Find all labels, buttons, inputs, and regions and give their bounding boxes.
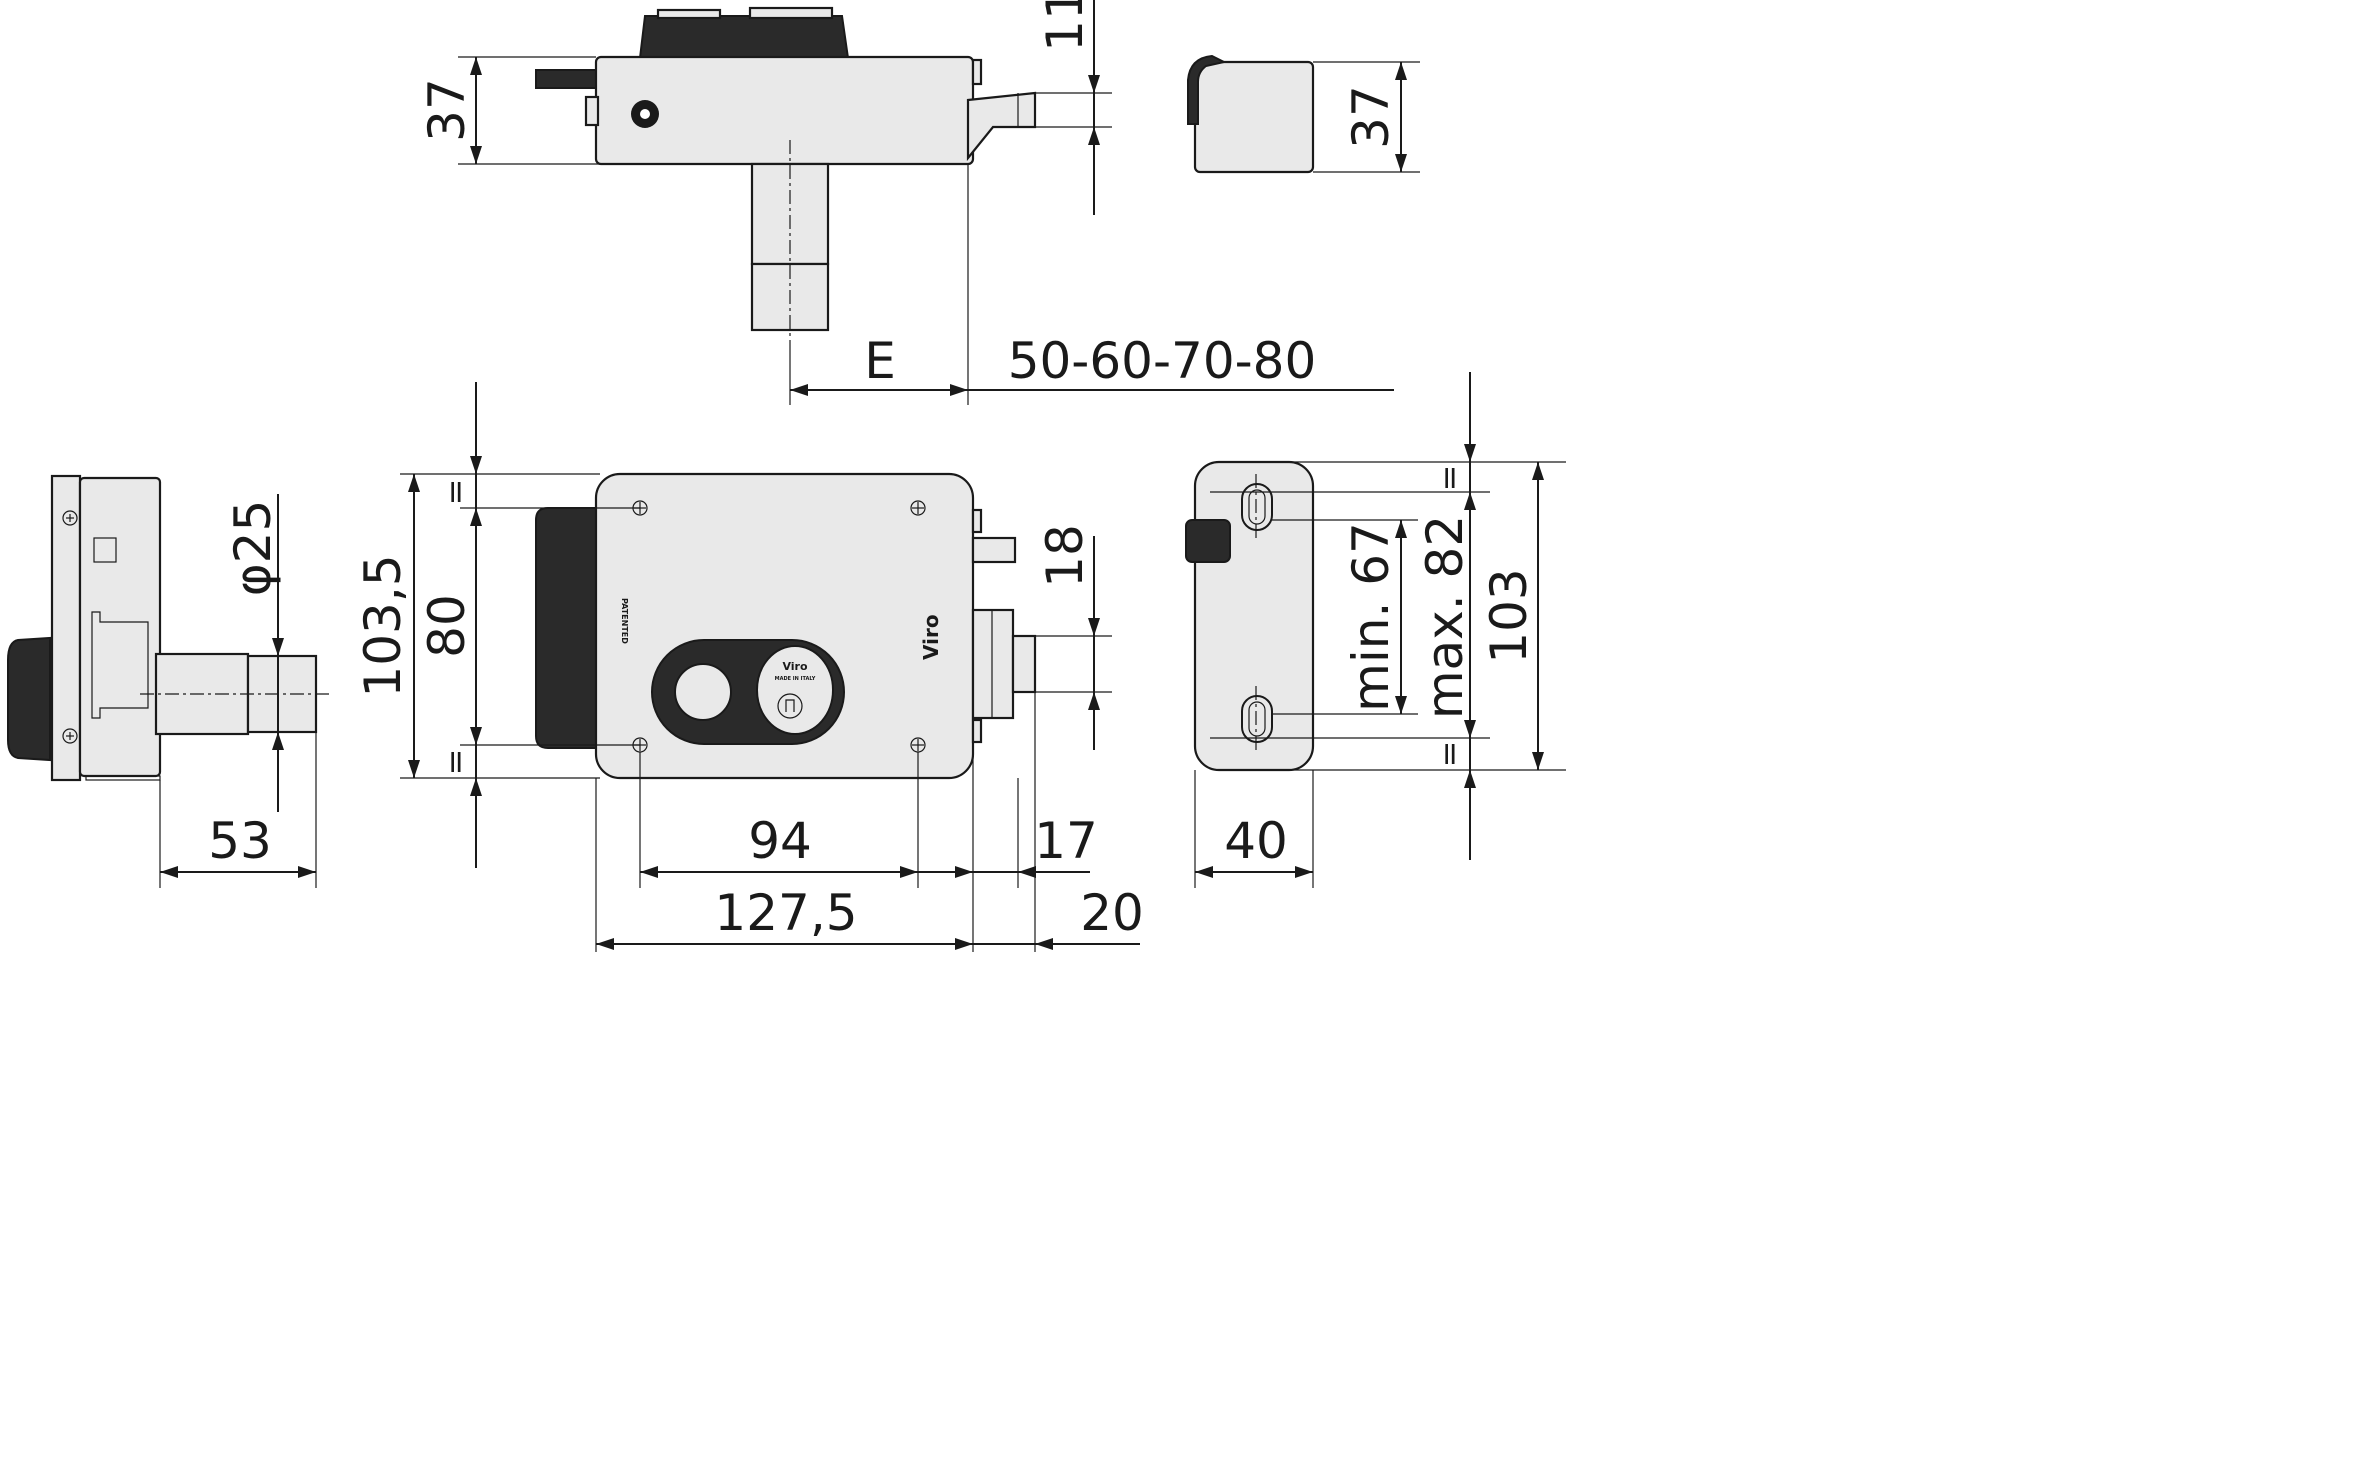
cylinder-brand: Viro	[782, 660, 808, 673]
dim-e-label: E	[864, 332, 896, 390]
top-right-end-view: 37	[1187, 54, 1420, 174]
dim-80-label: 80	[418, 594, 476, 658]
dim-min67-label: min. 67	[1342, 522, 1400, 712]
eq-mark-2: =	[436, 749, 474, 776]
dim-1035-label: 103,5	[354, 554, 412, 697]
dim-94-label: 94	[748, 812, 812, 870]
dim-17-label: 17	[1034, 812, 1098, 870]
eq-mark-3: =	[1430, 465, 1468, 492]
dim-18-label: 18	[1036, 524, 1094, 588]
dim-53-label: 53	[208, 812, 272, 870]
dim-20-label: 20	[1080, 884, 1144, 942]
dim-phi25-label: φ25	[224, 500, 282, 597]
dim-103-label: 103	[1480, 568, 1538, 663]
dim-11-label: 11	[1036, 0, 1094, 52]
dim-40-label: 40	[1224, 812, 1288, 870]
top-view: 37 11 E 50-60-70-80	[418, 0, 1394, 405]
strike-plate-view: min. 67 max. 82 = = 103 40	[1185, 372, 1566, 888]
eq-mark-1: =	[436, 479, 474, 506]
dim-max82-label: max. 82	[1416, 515, 1474, 719]
lock-technical-drawing: 37 11 E 50-60-70-80 37	[7, 0, 1566, 952]
dim-37-top-label: 37	[418, 78, 476, 142]
dim-37-right-label: 37	[1342, 85, 1400, 149]
patented-mark: PATENTED	[620, 598, 629, 644]
dim-backset-label: 50-60-70-80	[1008, 332, 1317, 390]
body-brand-logo: Viro	[919, 614, 943, 660]
left-side-view: φ25 53	[7, 474, 330, 888]
front-view: PATENTED Viro Viro MADE IN ITALY 103,5 8…	[354, 382, 1144, 952]
dim-1275-label: 127,5	[714, 884, 857, 942]
eq-mark-4: =	[1430, 741, 1468, 768]
made-in-label: MADE IN ITALY	[775, 676, 816, 682]
